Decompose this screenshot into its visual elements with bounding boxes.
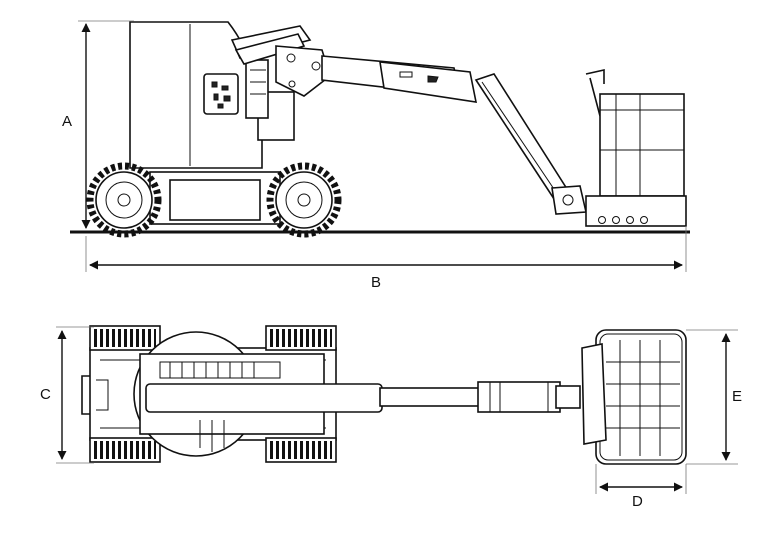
logo-plate <box>203 73 239 115</box>
dimension-e-label: E <box>732 388 742 405</box>
dimension-d: D <box>595 464 687 510</box>
dimension-a: A <box>62 20 134 229</box>
turret-housing <box>129 21 295 169</box>
side-view: A B <box>62 20 690 291</box>
lower-boom <box>230 25 331 97</box>
jib <box>474 73 587 215</box>
top-platform <box>581 329 687 465</box>
top-view: C E D <box>40 325 742 510</box>
upper-boom <box>321 55 478 103</box>
dimension-e: E <box>686 329 742 465</box>
dimension-c: C <box>40 326 94 464</box>
dimension-a-label: A <box>62 113 72 130</box>
dimension-c-label: C <box>40 386 51 403</box>
dimension-b: B <box>85 226 687 291</box>
top-boom <box>145 381 581 413</box>
platform-basket <box>585 69 687 227</box>
front-wheel <box>266 162 342 238</box>
top-wheels <box>89 325 337 463</box>
dimension-d-label: D <box>632 493 643 510</box>
dimension-b-label: B <box>371 274 381 291</box>
rear-wheel <box>86 162 162 238</box>
